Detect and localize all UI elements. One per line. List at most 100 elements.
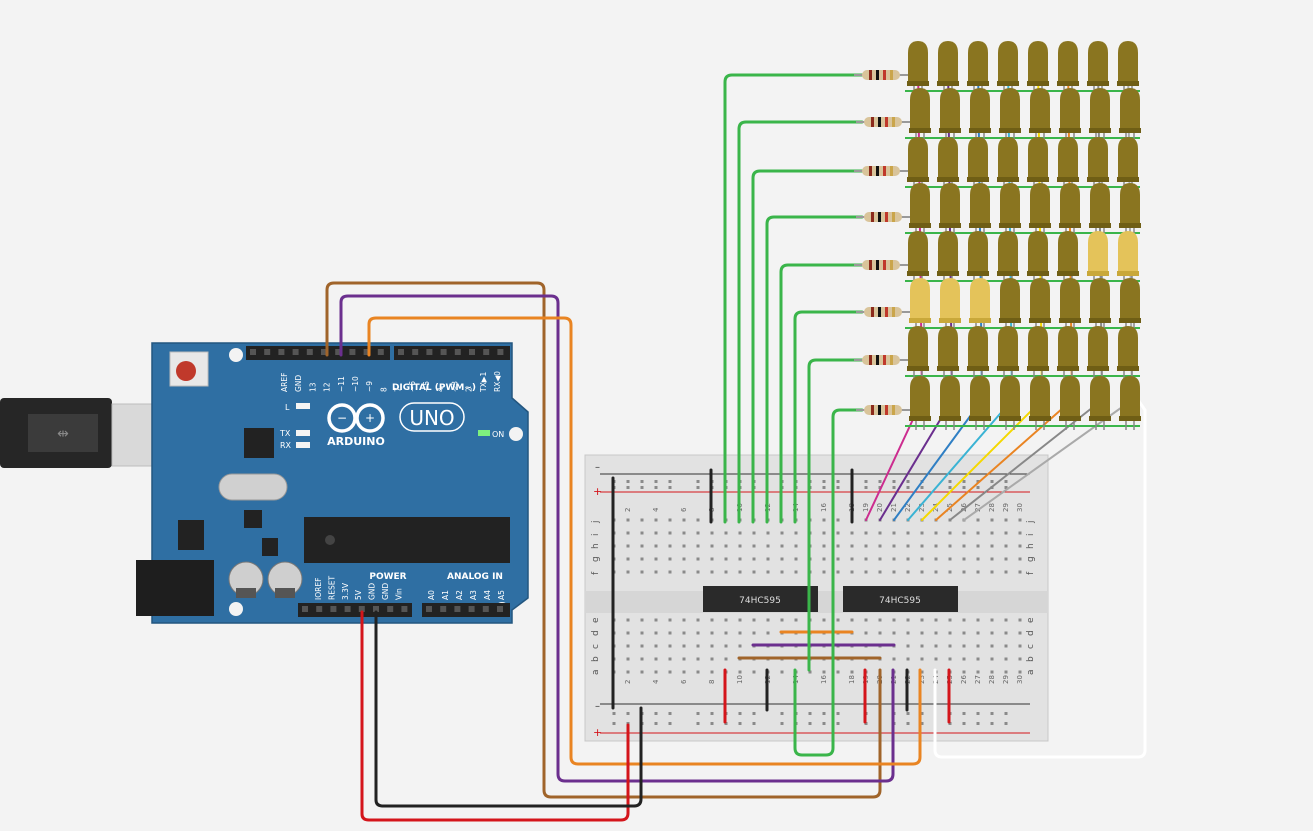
led <box>967 326 989 380</box>
row-letter: h <box>591 543 601 549</box>
row-letter: c <box>591 644 601 649</box>
label-on: ON <box>492 430 504 439</box>
led <box>939 278 961 332</box>
arduino-uno-board[interactable]: L TX RX ON − + ARDUINO UNO DIGITAL (PWM~… <box>136 342 529 624</box>
led <box>1119 88 1141 142</box>
led <box>1117 231 1139 285</box>
row-letter: f <box>1026 571 1036 575</box>
led <box>1057 137 1079 191</box>
wire <box>723 73 864 524</box>
column-number: 26 <box>960 503 968 512</box>
pin-label: A5 <box>497 590 506 600</box>
led <box>1029 278 1051 332</box>
led-rx <box>296 442 310 448</box>
led <box>967 137 989 191</box>
led <box>1119 376 1141 430</box>
shift-register-2[interactable]: 74HC595 <box>843 586 958 612</box>
column-number: 27 <box>974 503 982 512</box>
row-letter: g <box>591 556 601 562</box>
svg-text:+: + <box>365 411 375 425</box>
pin-label: 4 <box>436 387 445 392</box>
column-number: 30 <box>1016 675 1024 684</box>
mount-hole <box>509 427 523 441</box>
pin-label: ~3 <box>450 381 459 392</box>
pin-label: A0 <box>427 590 436 600</box>
led <box>1119 278 1141 332</box>
svg-text:−: − <box>337 411 347 425</box>
resistor <box>856 117 912 127</box>
pin-label: 8 <box>379 387 388 392</box>
pin-label: GND <box>368 583 377 600</box>
digital-header-right <box>394 346 510 360</box>
led <box>939 376 961 430</box>
led <box>1057 326 1079 380</box>
rail-plus-bottom: + <box>593 726 602 739</box>
led <box>1027 231 1049 285</box>
led <box>999 278 1021 332</box>
column-number: 29 <box>1002 503 1010 512</box>
wire <box>374 610 643 808</box>
pin-label: A1 <box>441 590 450 600</box>
arduino-model: UNO <box>409 406 454 430</box>
led <box>1059 88 1081 142</box>
wire <box>751 169 864 524</box>
chip-1-label: 74HC595 <box>739 596 781 606</box>
column-number: 28 <box>988 675 996 684</box>
pin-label: IOREF <box>314 578 323 600</box>
pin-label: TX▶1 <box>479 372 488 393</box>
led <box>1089 278 1111 332</box>
led <box>969 278 991 332</box>
column-number: 26 <box>960 675 968 684</box>
led <box>937 326 959 380</box>
led <box>969 88 991 142</box>
led <box>1057 231 1079 285</box>
power-jack <box>136 560 214 616</box>
resistor <box>854 166 910 176</box>
led <box>1089 88 1111 142</box>
wire <box>325 281 882 799</box>
pin-label: A4 <box>483 590 492 600</box>
power-label: POWER <box>369 572 406 582</box>
column-number: 19 <box>862 503 870 512</box>
led <box>937 231 959 285</box>
pin-label: ~11 <box>337 376 346 392</box>
pin-label: 12 <box>323 382 332 392</box>
pin-label: 3.3V <box>341 582 350 600</box>
column-number: 21 <box>890 503 898 512</box>
resistor <box>854 260 910 270</box>
row-letter: f <box>591 571 601 575</box>
led <box>937 137 959 191</box>
row-letter: j <box>591 520 601 524</box>
wire <box>765 215 864 524</box>
pin-label: AREF <box>280 373 289 392</box>
led <box>1119 183 1141 237</box>
wire <box>807 358 864 524</box>
column-number: 28 <box>988 503 996 512</box>
column-number: 6 <box>680 507 688 512</box>
atmega-chip <box>304 517 510 563</box>
led <box>907 137 929 191</box>
led <box>997 231 1019 285</box>
label-rx: RX <box>280 441 292 450</box>
shift-register-1[interactable]: 74HC595 <box>703 586 818 612</box>
column-number: 23 <box>918 503 926 512</box>
pin-label: RESET <box>327 576 336 600</box>
led <box>1027 326 1049 380</box>
column-number: 2 <box>624 680 632 684</box>
led-tx <box>296 430 310 436</box>
led <box>969 376 991 430</box>
led <box>907 231 929 285</box>
resistors <box>854 70 912 415</box>
led <box>1117 137 1139 191</box>
led <box>1117 326 1139 380</box>
led <box>909 88 931 142</box>
column-number: 16 <box>820 503 828 512</box>
led <box>909 278 931 332</box>
pin-label: GND <box>294 375 303 392</box>
column-number: 16 <box>820 675 828 684</box>
wire <box>779 263 864 524</box>
led <box>909 376 931 430</box>
column-number: 30 <box>1016 503 1024 512</box>
row-letter: j <box>1026 520 1036 524</box>
